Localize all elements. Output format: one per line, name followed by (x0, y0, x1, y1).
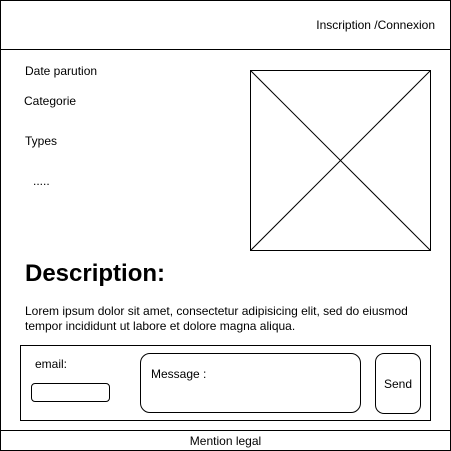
message-label: Message : (151, 367, 207, 381)
description-text: Lorem ipsum dolor sit amet, consectetur … (25, 304, 408, 333)
footer-legal-link[interactable]: Mention legal (0, 430, 451, 451)
types-label: Types (25, 134, 58, 148)
category-label: Categorie (24, 94, 77, 108)
header: Inscription /Connexion (0, 0, 451, 50)
message-field[interactable]: Message : (140, 353, 361, 413)
publication-date-label: Date parution (25, 64, 98, 78)
description-heading: Description: (25, 260, 166, 287)
image-placeholder-icon (250, 70, 431, 251)
email-field[interactable] (31, 383, 110, 402)
more-ellipsis: ..... (33, 174, 50, 188)
email-label: email: (35, 357, 68, 371)
send-button[interactable]: Send (375, 353, 421, 414)
contact-form: email: Message : Send (20, 345, 431, 421)
login-signup-link[interactable]: Inscription /Connexion (316, 18, 435, 32)
